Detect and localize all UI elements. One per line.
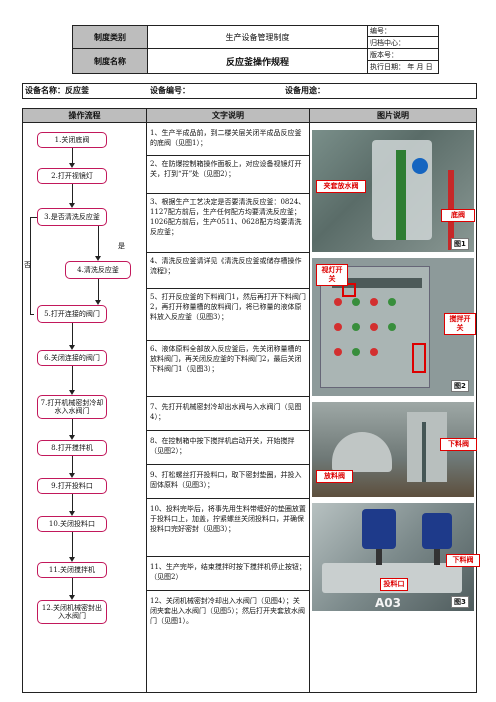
- desc-4: 4、清洗反应釜请详见《清洗反应釜或储存槽操作流程》；: [150, 257, 302, 275]
- photo4-fig: 图3: [451, 596, 469, 608]
- flow-step-10: 10.关闭投料口: [37, 516, 107, 532]
- category-value: 生产设备管理制度: [147, 25, 368, 49]
- equipment-row: [22, 83, 477, 99]
- body-frame: [22, 122, 477, 693]
- category-label: 制度类别: [72, 25, 148, 49]
- photo1-fig: 图1: [451, 238, 469, 250]
- name-label: 制度名称: [72, 48, 148, 74]
- flow-step-2: 2.打开视镜灯: [37, 168, 107, 184]
- col-text: 文字说明: [146, 108, 310, 123]
- desc-2: 2、在防爆控制箱操作面板上，对应设备视镜灯开关，打到“开”处（见图2）；: [150, 160, 302, 178]
- photo-4: [312, 503, 474, 611]
- equipment-use: 设备用途：: [285, 85, 325, 95]
- photo3-label-discharge-valve: 下料阀: [440, 438, 477, 451]
- photo3-label-release-valve: 放料阀: [316, 470, 353, 483]
- flow-step-12: 12.关闭机械密封出入水阀门: [37, 600, 107, 624]
- equipment-number: 设备编号：: [150, 85, 190, 95]
- photo4-label-feed-port: 投料口: [380, 578, 408, 591]
- equipment-name: 设备名称：反应釜: [25, 85, 89, 95]
- name-value: 反应釜操作规程: [147, 48, 368, 74]
- photo2-fig: 图2: [451, 380, 469, 392]
- desc-5: 5、打开反应釜的下料阀门1，然后再打开下料阀门2，再打开称量槽的放料阀门，将已称…: [150, 293, 306, 321]
- col-flow: 操作流程: [22, 108, 147, 123]
- col-image: 图片说明: [309, 108, 477, 123]
- flow-step-8: 8.打开搅拌机: [37, 440, 107, 456]
- desc-12: 12、关闭机械密封冷却出入水阀门（见图4）；关闭夹套出入水阀门（见图5）；然后打…: [150, 597, 305, 625]
- flow-no-label: 否: [24, 261, 31, 269]
- flow-step-6: 6.关闭连接的阀门: [37, 350, 107, 366]
- date-label: 执行日期： 年 月 日: [367, 60, 439, 74]
- flow-step-4: 4.清洗反应釜: [65, 261, 131, 279]
- desc-3: 3、根据生产工艺决定是否要清洗反应釜：0824、1127配方前后，生产任何配方均…: [150, 198, 306, 236]
- flow-step-7: 7.打开机械密封冷却水入水阀门: [37, 395, 107, 419]
- photo-1: [312, 130, 474, 252]
- photo1-label-jacket-valve: 夹套放水阀: [316, 180, 366, 193]
- photo4-label-discharge-valve: 下料阀: [446, 554, 480, 567]
- desc-6: 6、液体原料全部放入反应釜后，先关闭称量槽的放料阀门，再关闭反应釜的下料阀门2，…: [150, 345, 302, 373]
- flow-yes-label: 是: [118, 242, 125, 250]
- desc-9: 9、打松螺丝打开投料口，取下密封垫圈，并投入固体原料（见图3）；: [150, 471, 302, 489]
- desc-11: 11、生产完毕，结束搅拌时按下搅拌机停止按钮；（见图2）: [150, 563, 306, 581]
- photo2-label-lamp-switch: 视灯开关: [316, 264, 348, 286]
- desc-1: 1、生产半成品前，到二楼关层关闭半成品反应釜的底阀（见图1）；: [150, 129, 302, 147]
- photo2-label-stir-switch: 搅拌开关: [444, 313, 476, 335]
- flow-step-3: 3.是否清洗反应釜: [37, 208, 107, 226]
- desc-10: 10、投料完毕后，将事先用生料带缠好的垫圈放置于投料口上，加盖，拧紧螺丝关闭投料…: [150, 505, 306, 533]
- flow-step-5: 5.打开连接的阀门: [37, 305, 107, 323]
- flow-step-11: 11.关闭搅拌机: [37, 562, 107, 578]
- photo4-code: A03: [375, 596, 401, 610]
- flow-step-1: 1.关闭底阀: [37, 132, 107, 148]
- photo1-label-bottom-valve: 底阀: [441, 209, 475, 222]
- desc-8: 8、在控制箱中按下搅拌机启动开关，开始搅拌（见图2）；: [150, 437, 295, 455]
- flow-step-9: 9.打开投料口: [37, 478, 107, 494]
- desc-7: 7、先打开机械密封冷却出水阀与入水阀门（见图4）；: [150, 403, 302, 421]
